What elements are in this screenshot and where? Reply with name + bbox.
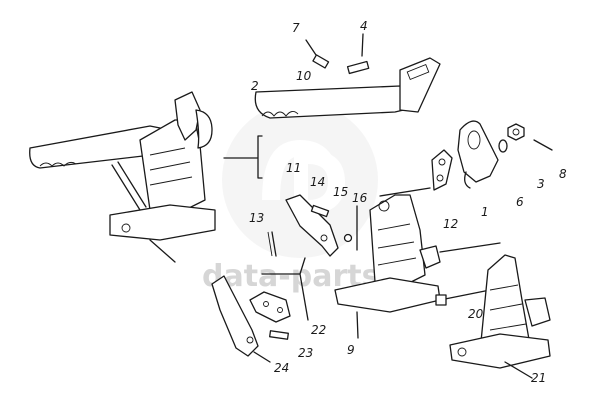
split-pin-part-8	[533, 139, 553, 151]
pawl-part-11	[285, 194, 339, 257]
callout-15: 15	[333, 185, 348, 199]
hook-part-1	[457, 120, 499, 189]
callout-2: 2	[251, 79, 259, 93]
bolt-part-20	[435, 289, 491, 306]
callout-10: 10	[296, 69, 312, 83]
callout-1: 1	[481, 205, 489, 219]
pin-part-23	[269, 330, 289, 340]
callout-3: 3	[537, 177, 545, 191]
callout-16: 16	[352, 191, 368, 205]
nut-part-3	[507, 123, 525, 141]
callout-21: 21	[531, 371, 546, 385]
callout-6: 6	[516, 195, 524, 209]
callout-7: 7	[292, 21, 300, 35]
callout-8: 8	[559, 167, 567, 181]
center-bracket-part-9	[334, 187, 441, 339]
callout-24: 24	[274, 361, 289, 375]
pin-part-4	[346, 33, 370, 75]
upper-handle-part-2	[254, 57, 441, 119]
pin-part-7	[305, 39, 330, 69]
chain-part-13	[267, 231, 277, 257]
pin-part-14	[310, 204, 330, 218]
group-brace	[223, 135, 263, 179]
callout-14: 14	[310, 175, 325, 189]
washer-part-15	[343, 233, 353, 243]
washer-part-6	[498, 139, 508, 153]
callout-9: 9	[347, 343, 355, 357]
clip-part-22	[249, 257, 309, 323]
callout-12: 12	[443, 217, 458, 231]
plate-part-12	[431, 149, 453, 191]
callout-labels: 7 4 10 2 11 14 15 16 13 12 1 6 3 8 22 9 …	[249, 19, 567, 385]
callout-23: 23	[298, 346, 313, 360]
right-bracket-part-21	[439, 242, 551, 379]
callout-4: 4	[360, 19, 368, 33]
callout-13: 13	[249, 211, 264, 225]
callout-11: 11	[286, 161, 301, 175]
watermark-logo-icon	[222, 102, 378, 258]
left-brake-assembly	[29, 91, 216, 263]
lever-part-24	[211, 275, 271, 363]
callout-22: 22	[311, 323, 326, 337]
callout-20: 20	[468, 307, 484, 321]
